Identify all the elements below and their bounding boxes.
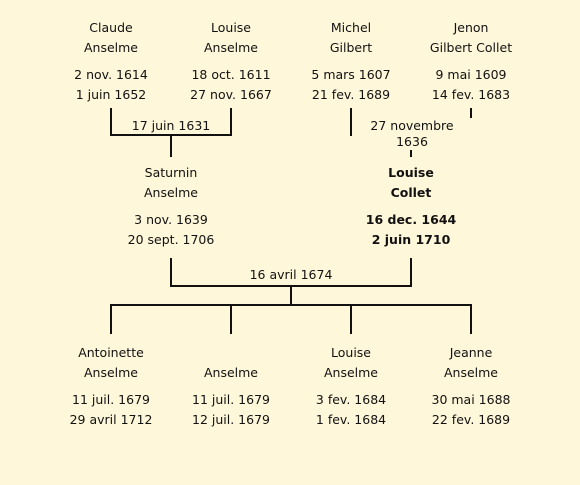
first-name: Saturnin	[144, 165, 198, 180]
death-date: 1 juin 1652	[75, 87, 147, 102]
first-name: Michel	[330, 20, 372, 35]
birth-date: 9 mai 1609	[435, 67, 507, 82]
last-name: Gilbert	[329, 40, 373, 55]
first-name: Louise	[331, 345, 371, 360]
connector-line	[290, 285, 292, 306]
death-date: 21 fev. 1689	[311, 87, 391, 102]
birth-date: 30 mai 1688	[431, 392, 511, 407]
birth-date: 3 fev. 1684	[315, 392, 387, 407]
last-name: Anselme	[83, 40, 139, 55]
life-dates: 30 mai 1688 22 fev. 1689	[411, 390, 531, 430]
connector-line	[350, 304, 352, 334]
birth-date: 11 juil. 1679	[192, 392, 270, 407]
birth-date: 5 mars 1607	[311, 67, 391, 82]
person-jenon-gilbert-collet: Jenon Gilbert Collet 9 mai 1609 14 fev. …	[411, 18, 531, 105]
last-name: Gilbert Collet	[429, 40, 513, 55]
connector-line	[170, 258, 172, 287]
life-dates: 3 fev. 1684 1 fev. 1684	[291, 390, 411, 430]
first-name: Louise	[388, 165, 434, 180]
birth-date: 18 oct. 1611	[191, 67, 271, 82]
person-claude-anselme: Claude Anselme 2 nov. 1614 1 juin 1652	[51, 18, 171, 105]
last-name: Anselme	[203, 365, 259, 380]
birth-date: 16 dec. 1644	[365, 212, 457, 227]
last-name: Anselme	[443, 365, 499, 380]
person-louise-collet: Louise Collet 16 dec. 1644 2 juin 1710	[351, 163, 471, 250]
last-name: Collet	[390, 185, 432, 200]
life-dates: 18 oct. 1611 27 nov. 1667	[171, 65, 291, 105]
person-jeanne-anselme: Jeanne Anselme 30 mai 1688 22 fev. 1689	[411, 343, 531, 430]
life-dates: 2 nov. 1614 1 juin 1652	[51, 65, 171, 105]
death-date: 27 nov. 1667	[190, 87, 272, 102]
marriage-date: 16 avril 1674	[246, 267, 336, 283]
connector-line	[170, 134, 172, 157]
connector-line	[230, 108, 232, 136]
death-date: 22 fev. 1689	[431, 412, 511, 427]
first-name: ​	[171, 343, 291, 363]
connector-line	[410, 258, 412, 287]
death-date: 2 juin 1710	[371, 232, 451, 247]
life-dates: 3 nov. 1639 20 sept. 1706	[111, 210, 231, 250]
life-dates: 5 mars 1607 21 fev. 1689	[291, 65, 411, 105]
first-name: Jenon	[453, 20, 489, 35]
sibling-line	[110, 304, 472, 306]
connector-line	[110, 304, 112, 334]
last-name: Anselme	[203, 40, 259, 55]
person-louise-anselme-jr: Louise Anselme 3 fev. 1684 1 fev. 1684	[291, 343, 411, 430]
life-dates: 11 juil. 1679 29 avril 1712	[51, 390, 171, 430]
person-antoinette-anselme: Antoinette Anselme 11 juil. 1679 29 avri…	[51, 343, 171, 430]
marriage-date: 27 novembre 1636	[352, 118, 472, 150]
person-louise-anselme-sr: Louise Anselme 18 oct. 1611 27 nov. 1667	[171, 18, 291, 105]
death-date: 12 juil. 1679	[192, 412, 270, 427]
death-date: 20 sept. 1706	[127, 232, 215, 247]
marriage-date: 17 juin 1631	[128, 118, 214, 134]
death-date: 29 avril 1712	[69, 412, 153, 427]
death-date: 14 fev. 1683	[431, 87, 511, 102]
birth-date: 2 nov. 1614	[74, 67, 148, 82]
connector-line	[110, 108, 112, 136]
connector-line	[470, 304, 472, 334]
person-anselme-unnamed: ​ Anselme 11 juil. 1679 12 juil. 1679	[171, 343, 291, 430]
life-dates: 9 mai 1609 14 fev. 1683	[411, 65, 531, 105]
last-name: Anselme	[323, 365, 379, 380]
person-saturnin-anselme: Saturnin Anselme 3 nov. 1639 20 sept. 17…	[111, 163, 231, 250]
birth-date: 3 nov. 1639	[134, 212, 208, 227]
death-date: 1 fev. 1684	[315, 412, 387, 427]
connector-line	[350, 108, 352, 136]
first-name: Antoinette	[78, 345, 144, 360]
life-dates: 11 juil. 1679 12 juil. 1679	[171, 390, 291, 430]
last-name: Anselme	[143, 185, 199, 200]
person-michel-gilbert: Michel Gilbert 5 mars 1607 21 fev. 1689	[291, 18, 411, 105]
connector-line	[230, 304, 232, 334]
birth-date: 11 juil. 1679	[72, 392, 150, 407]
life-dates: 16 dec. 1644 2 juin 1710	[351, 210, 471, 250]
first-name: Jeanne	[449, 345, 493, 360]
last-name: Anselme	[83, 365, 139, 380]
first-name: Louise	[211, 20, 251, 35]
first-name: Claude	[89, 20, 133, 35]
